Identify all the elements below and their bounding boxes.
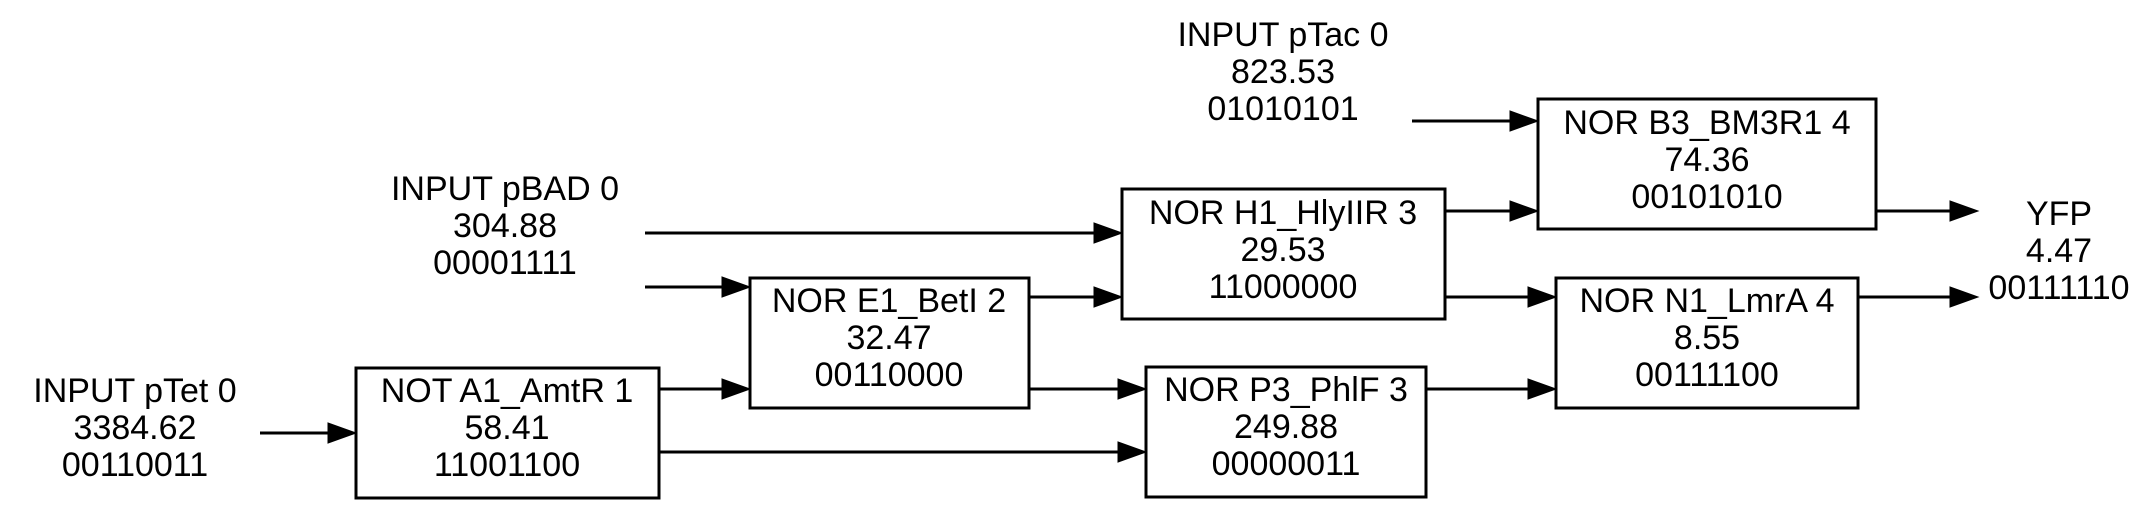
arrowhead	[1117, 378, 1148, 400]
arrowhead	[1093, 286, 1124, 308]
output-yfp-name: YFP	[2026, 195, 2092, 233]
gate-box-b3-bm3r1	[1536, 97, 1878, 231]
gate-b3-bm3r1: NOR B3_BM3R1 4 74.36 00101010	[1563, 104, 1850, 216]
gate-h1-hlyiir-value: 29.53	[1240, 231, 1325, 269]
gate-box-e1-beti	[748, 276, 1031, 410]
gate-h1-hlyiir-truth: 11000000	[1209, 268, 1358, 306]
gate-b3-bm3r1-name: NOR B3_BM3R1 4	[1563, 104, 1850, 142]
output-yfp: YFP 4.47 00111110	[1988, 195, 2129, 307]
input-ptet-value: 3384.62	[74, 409, 197, 447]
gate-box-a1-amtr	[354, 366, 661, 500]
input-pbad: INPUT pBAD 0 304.88 00001111	[391, 170, 619, 282]
gate-e1-beti-truth: 00110000	[815, 356, 964, 394]
output-yfp-value: 4.47	[2026, 232, 2092, 270]
arrowhead	[1949, 286, 1980, 308]
input-ptac: INPUT pTac 0 823.53 01010101	[1177, 16, 1388, 128]
arrowhead	[721, 378, 752, 400]
gate-p3-phlf-name: NOR P3_PhlF 3	[1164, 371, 1408, 409]
gate-a1-amtr-truth: 11001100	[434, 446, 580, 484]
input-ptet: INPUT pTet 0 3384.62 00110011	[33, 372, 236, 484]
output-yfp-truth: 00111110	[1988, 269, 2129, 307]
gate-n1-lmra: NOR N1_LmrA 4 8.55 00111100	[1579, 282, 1834, 394]
arrowhead	[1949, 200, 1980, 222]
gate-p3-phlf: NOR P3_PhlF 3 249.88 00000011	[1164, 371, 1408, 483]
arrowhead	[1527, 378, 1558, 400]
input-ptet-name: INPUT pTet 0	[33, 372, 236, 410]
input-pbad-truth: 00001111	[433, 244, 577, 282]
gate-box-h1-hlyiir	[1120, 187, 1447, 321]
gate-a1-amtr-name: NOT A1_AmtR 1	[381, 372, 634, 410]
input-pbad-value: 304.88	[453, 207, 557, 245]
gate-b3-bm3r1-value: 74.36	[1664, 141, 1749, 179]
edges	[260, 110, 1980, 463]
gate-a1-amtr-value: 58.41	[464, 409, 549, 447]
gate-b3-bm3r1-truth: 00101010	[1631, 178, 1782, 216]
gate-p3-phlf-truth: 00000011	[1212, 445, 1361, 483]
arrowhead	[1117, 441, 1148, 463]
input-pbad-name: INPUT pBAD 0	[391, 170, 619, 208]
gate-n1-lmra-truth: 00111100	[1635, 356, 1779, 394]
arrowhead	[327, 422, 358, 444]
input-ptet-truth: 00110011	[62, 446, 208, 484]
gate-h1-hlyiir: NOR H1_HlyIIR 3 29.53 11000000	[1149, 194, 1417, 306]
arrowhead	[1509, 110, 1540, 132]
gate-n1-lmra-value: 8.55	[1674, 319, 1740, 357]
gate-box-n1-lmra	[1554, 276, 1860, 410]
gate-e1-beti-name: NOR E1_BetI 2	[772, 282, 1006, 320]
gate-n1-lmra-name: NOR N1_LmrA 4	[1579, 282, 1834, 320]
arrowhead	[721, 276, 752, 298]
arrowhead	[1093, 222, 1124, 244]
gate-e1-beti-value: 32.47	[846, 319, 931, 357]
gate-box-p3-phlf	[1144, 365, 1428, 499]
gate-p3-phlf-value: 249.88	[1234, 408, 1338, 446]
input-ptac-name: INPUT pTac 0	[1177, 16, 1388, 54]
input-ptac-value: 823.53	[1231, 53, 1335, 91]
gate-h1-hlyiir-name: NOR H1_HlyIIR 3	[1149, 194, 1417, 232]
arrowhead	[1509, 200, 1540, 222]
arrowhead	[1527, 286, 1558, 308]
gate-e1-beti: NOR E1_BetI 2 32.47 00110000	[772, 282, 1006, 394]
gate-a1-amtr: NOT A1_AmtR 1 58.41 11001100	[381, 372, 634, 484]
input-ptac-truth: 01010101	[1207, 90, 1358, 128]
